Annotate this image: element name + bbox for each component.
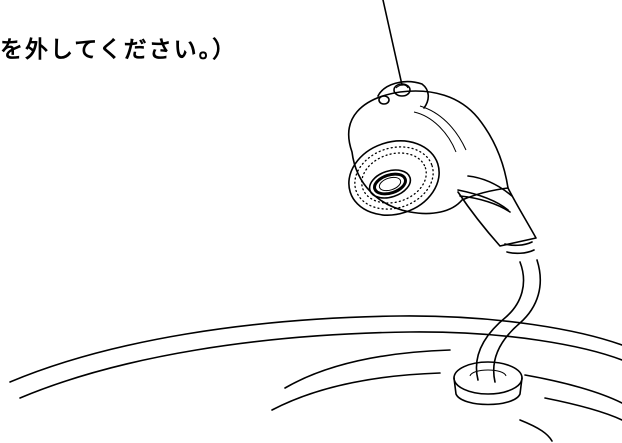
sink-basin-icon: [9, 315, 622, 442]
shower-head-icon: [347, 80, 537, 247]
instruction-caption: を外してください。）: [0, 37, 238, 63]
leader-line: [382, 0, 403, 86]
